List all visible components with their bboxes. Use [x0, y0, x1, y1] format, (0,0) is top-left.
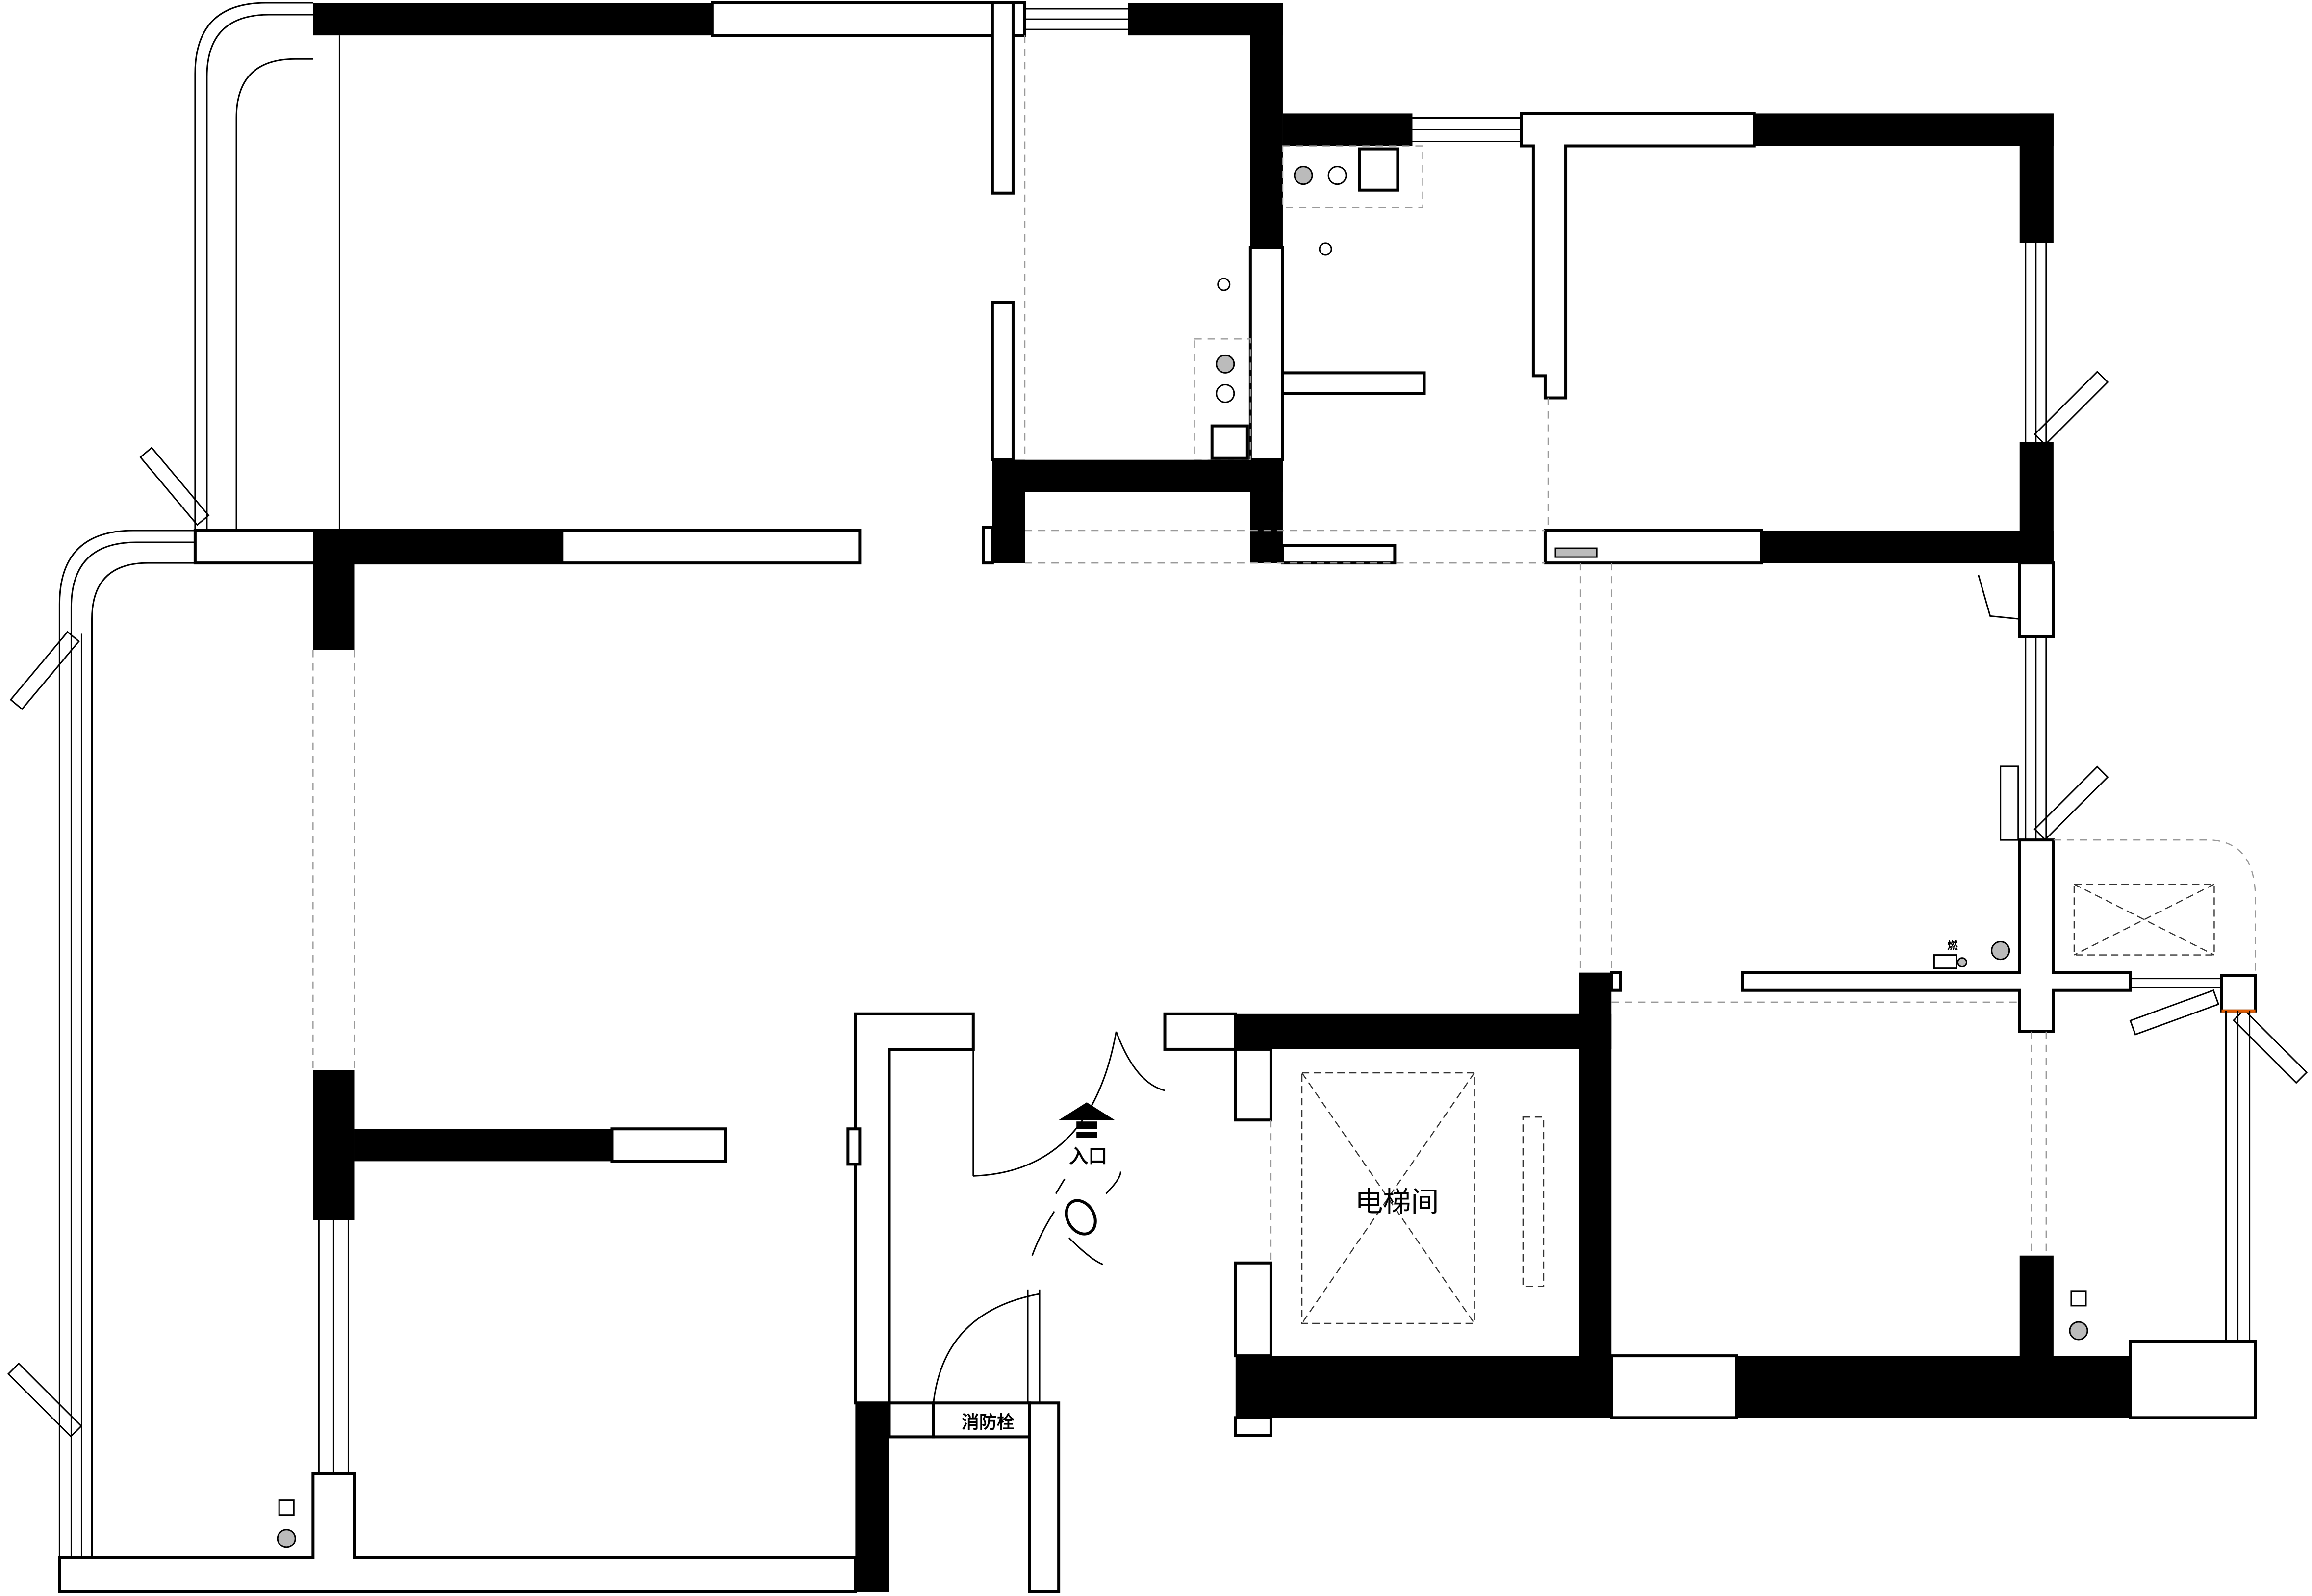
- gas-label: 燃: [1947, 939, 1958, 952]
- window-top: [1025, 8, 1128, 30]
- fire-hydrant-label: 消防栓: [962, 1412, 1015, 1432]
- drain-icon: [1294, 166, 1313, 185]
- window-kitchen: [1412, 117, 1522, 143]
- entrance-label: 入口: [1069, 1145, 1107, 1167]
- fixtures: [277, 147, 2088, 1548]
- fire-hydrant-box: [932, 1401, 1031, 1439]
- person-icon: [1031, 1171, 1121, 1266]
- gas-meter-icon: [1933, 954, 1957, 969]
- window-right-lower: [2225, 1011, 2251, 1342]
- entrance-arrow-icon: [1059, 1102, 1115, 1138]
- window-markers: [7, 371, 2308, 1438]
- sink-icon: [1358, 147, 1399, 192]
- zone-lines: [312, 35, 2047, 1263]
- elevator-shaft: [1301, 1072, 1545, 1324]
- window-inner-left: [318, 1220, 349, 1474]
- balcony-rail-left: [58, 530, 195, 1558]
- elevator-label: 电梯间: [1355, 1186, 1439, 1218]
- window-right-middle: [2025, 636, 2047, 840]
- walls: [58, 1, 2257, 1593]
- balcony-rail-top-left: [194, 2, 340, 531]
- window-right-upper: [2025, 243, 2047, 442]
